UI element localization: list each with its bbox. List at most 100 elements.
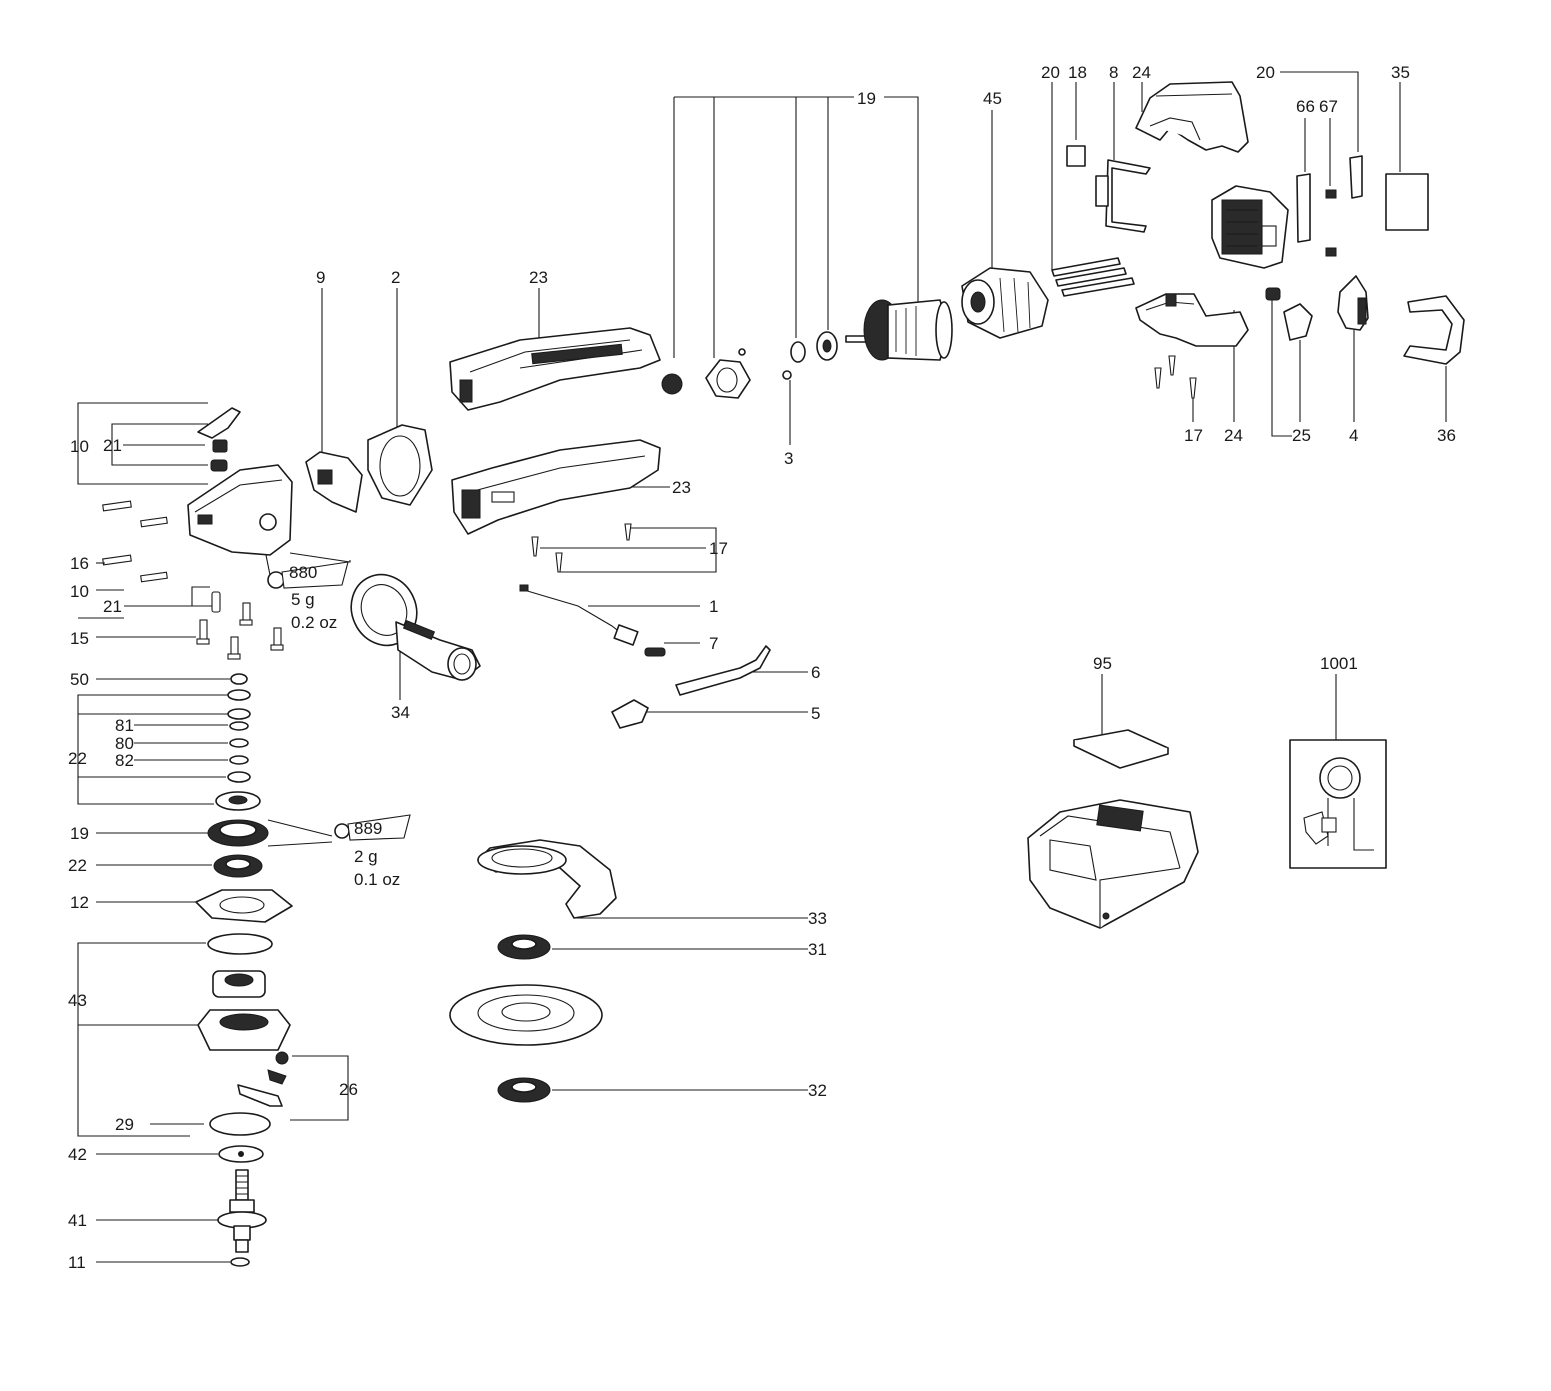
callout-31: 31 [808,940,827,959]
screws-17-middle [531,523,632,573]
callout-80: 80 [115,734,134,753]
bracket-8 [1105,159,1151,233]
callout-3: 3 [784,449,793,468]
spindle-41 [217,1169,267,1253]
contact-clip-66 [1296,173,1311,243]
screws-17-right [1154,355,1197,399]
gear-head-group: 10 21 16 10 21 [68,402,411,1272]
callout-22-top: 22 [68,749,87,768]
washer-19 [790,341,806,363]
spring-25 [1265,287,1281,301]
screw-3 [782,370,792,380]
housing-shell-bottom-23 [451,439,661,535]
callout-17-right: 17 [1184,426,1203,445]
cap-21 [210,459,228,472]
gear-pinion-19 [661,373,683,395]
callout-45: 45 [983,89,1002,108]
spring-7 [644,647,666,657]
contact-20 [1349,155,1363,199]
callout-19-top: 19 [857,89,876,108]
callout-66: 66 [1296,97,1315,116]
battery-housing-bottom-24 [1135,293,1249,347]
grease-tube-880: 880 5 g 0.2 oz [265,552,351,632]
callout-67: 67 [1319,97,1338,116]
bumper-36 [1403,295,1465,365]
callout-50: 50 [70,670,89,689]
callout-24-top: 24 [1132,63,1151,82]
battery-pack [1027,799,1199,929]
spindle-lock-button [197,407,241,439]
label-35 [1385,173,1429,231]
motor-group: 19 3 45 [661,89,1049,468]
callout-81: 81 [115,716,134,735]
callout-34: 34 [391,703,410,722]
callout-25: 25 [1292,426,1311,445]
nut-50 [230,673,248,685]
washer-82 [229,755,249,765]
callout-7: 7 [709,634,718,653]
air-guide-9 [305,451,363,513]
callout-1001: 1001 [1320,654,1358,673]
stator-45 [961,267,1049,339]
washer-81 [229,721,249,731]
callout-1: 1 [709,597,718,616]
callout-29: 29 [115,1115,134,1134]
callout-18: 18 [1068,63,1087,82]
callout-2: 2 [391,268,400,287]
callout-32: 32 [808,1081,827,1100]
slide-switch-5 [611,699,649,729]
callout-10-bottom: 10 [70,582,89,601]
callout-6: 6 [811,663,820,682]
callout-23-bottom: 23 [672,478,691,497]
callout-21-bottom: 21 [103,597,122,616]
gear-housing [187,464,293,556]
callout-12: 12 [70,893,89,912]
callout-15: 15 [70,629,89,648]
electronics-module [1211,185,1289,269]
side-handle-34 [350,573,481,681]
callout-20-left: 20 [1041,63,1060,82]
callout-24-bottom: 24 [1224,426,1243,445]
circuit-schematic-1001 [1289,739,1387,869]
callout-23-top: 23 [529,268,548,287]
wheel-guard-33 [477,839,617,919]
callout-22-mid: 22 [68,856,87,875]
callout-43: 43 [68,991,87,1010]
o-ring-43 [207,933,273,955]
label-18 [1066,145,1086,167]
washer-80 [229,738,249,748]
grease-880-weight-g: 5 g [291,590,315,609]
callout-9: 9 [316,268,325,287]
grease-880-code: 880 [289,563,317,582]
grease-889-weight-g: 2 g [354,847,378,866]
callout-19-left: 19 [70,824,89,843]
release-button-25 [1283,303,1313,341]
lock-lever-26 [237,1084,283,1107]
switch-rod-6 [675,645,771,696]
callout-33: 33 [808,909,827,928]
grease-880-weight-oz: 0.2 oz [291,613,337,632]
callout-11: 11 [68,1253,86,1272]
pin-21 [211,591,221,613]
guard-disc-group: 33 31 32 [449,839,827,1103]
grease-tube-889: 889 2 g 0.1 oz [267,814,411,889]
callout-4: 4 [1349,426,1358,445]
o-ring-29 [209,1112,271,1136]
screws-15 [196,602,284,660]
callout-20-right: 20 [1256,63,1275,82]
motor-housing-group: 9 2 23 23 34 [305,268,691,722]
rotor [845,299,953,361]
switch-group: 17 1 7 6 5 [519,523,820,729]
spring-67 [1325,189,1337,199]
housing-shell-top-23 [449,327,661,411]
callout-17-middle: 17 [709,539,728,558]
callout-42: 42 [68,1145,87,1164]
spring-21 [212,439,228,453]
callout-10-top: 10 [70,437,89,456]
screw-26 [275,1051,289,1065]
callout-8: 8 [1109,63,1118,82]
wiring-1 [523,589,631,641]
callout-36: 36 [1437,426,1456,445]
contact-rods-20 [1051,257,1135,297]
